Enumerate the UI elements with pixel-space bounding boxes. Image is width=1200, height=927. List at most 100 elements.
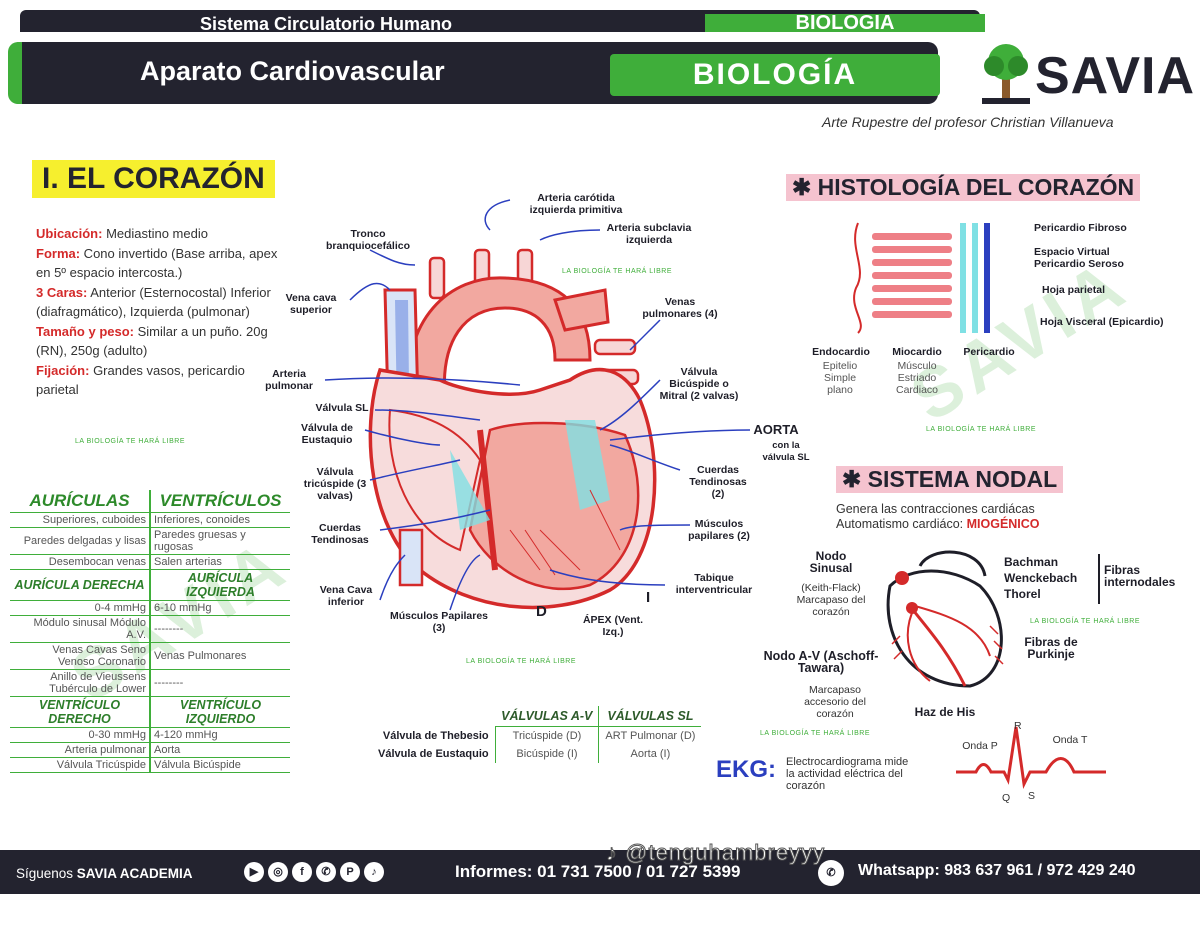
- table-cell: Válvula Bicúspide: [150, 757, 290, 773]
- tiktok-icon: ♪: [605, 840, 626, 866]
- row-label: Válvula de Thebesio: [372, 726, 496, 745]
- label-q: Q: [1002, 792, 1011, 804]
- label-subclavian: Arteria subclavia izquierda: [606, 222, 692, 246]
- page-title: Aparato Cardiovascular: [140, 56, 445, 86]
- table-cell: Válvula Tricúspide: [10, 757, 151, 773]
- label-r: R: [1014, 720, 1022, 732]
- mitral-valve: [565, 420, 610, 510]
- whatsapp-icon[interactable]: ✆: [818, 860, 844, 886]
- tricuspid-valve: [450, 450, 490, 530]
- label-inferior-vena-cava: Vena Cava inferior: [319, 584, 373, 608]
- nodal-description: Genera las contracciones cardiácas Autom…: [836, 502, 1040, 531]
- label-chordae-right: Cuerdas Tendinosas (2): [689, 464, 747, 500]
- label-sinus-node-desc: (Keith-Flack) Marcapaso del corazón: [796, 582, 866, 618]
- label-semilunar-valve: Válvula SL: [315, 402, 369, 414]
- conduction-system-diagram: [886, 550, 1004, 688]
- table-cell: Venas Pulmonares: [150, 642, 290, 670]
- contact-phones: Informes: 01 731 7500 / 01 727 5399: [455, 862, 741, 881]
- heart-info-block: Ubicación: Mediastino medio Forma: Cono …: [36, 226, 278, 397]
- label-tricuspid-valve: Válvula tricúspide (3 valvas): [303, 466, 367, 502]
- valves-table: VÁLVULAS A-V VÁLVULAS SL Válvula de Theb…: [372, 706, 702, 763]
- table-cell: --------: [150, 615, 290, 643]
- label-chordae-left: Cuerdas Tendinosas: [311, 522, 369, 546]
- table-cell: 4-120 mmHg: [150, 727, 290, 743]
- table-cell: Paredes delgadas y lisas: [10, 527, 151, 555]
- motto-watermark: LA BIOLOGÍA TE HARÁ LIBRE: [760, 730, 871, 737]
- brachiocephalic-trunk: [428, 256, 446, 300]
- label-wenckebach: Wenckebach: [1004, 571, 1078, 585]
- label-left-side: I: [646, 589, 651, 606]
- label-t-wave: Onda T: [1052, 734, 1088, 746]
- table-cell: AURÍCULAS: [10, 490, 151, 513]
- table-cell: 0-30 mmHg: [10, 727, 151, 743]
- chordae-tendineae: [509, 489, 621, 576]
- table-cell: Aorta: [150, 742, 290, 758]
- label-virtual-space: Espacio Virtual Pericardio Seroso: [1034, 246, 1124, 270]
- label-purkinje: Fibras de Purkinje: [1024, 635, 1078, 661]
- cell: ART Pulmonar (D): [605, 730, 696, 742]
- table-cell: Módulo sinusal Módulo A.V.: [10, 615, 151, 643]
- whatsapp-numbers: Whatsapp: 983 637 961 / 972 429 240: [858, 862, 1136, 879]
- internodal-bracket: [1098, 554, 1100, 604]
- section-title-corazon: I. EL CORAZÓN: [32, 160, 275, 198]
- row-label: Válvula de Eustaquio: [372, 745, 496, 763]
- table-cell: VENTRÍCULO IZQUIERDO: [150, 696, 290, 728]
- table-cell: Salen arterias: [150, 554, 290, 570]
- table-cell: Paredes gruesas y rugosas: [150, 527, 290, 555]
- table-cell: AURÍCULA IZQUIERDA: [150, 569, 290, 601]
- heart-wall-layers-diagram: [853, 222, 990, 334]
- pinterest-icon[interactable]: P: [340, 862, 360, 882]
- label-endocardium: Endocardio: [812, 346, 870, 358]
- label-aorta-sub: con la válvula SL: [762, 440, 810, 463]
- table-cell: Desembocan venas: [10, 554, 151, 570]
- label-his-bundle: Haz de His: [914, 705, 976, 719]
- label-superior-vena-cava: Vena cava superior: [285, 292, 337, 316]
- previous-header-subject: BIOLOGÍA: [705, 14, 985, 32]
- right-atrium: [388, 408, 482, 552]
- label-p-wave: Onda P: [962, 740, 998, 752]
- table-cell: Arteria pulmonar: [10, 742, 151, 758]
- table-row: Módulo sinusal Módulo A.V.--------: [10, 615, 290, 643]
- ekg-title: EKG:: [716, 756, 776, 783]
- table-cell: VENTRÍCULO DERECHO: [10, 696, 151, 728]
- table-cell: 6-10 mmHg: [150, 600, 290, 616]
- section-title-nodal: ✱ SISTEMA NODAL: [836, 466, 1064, 493]
- label-parietal-layer: Hoja parietal: [1042, 284, 1106, 296]
- label-thorel: Thorel: [1004, 587, 1041, 601]
- header-sl-valves: VÁLVULAS SL: [598, 706, 702, 727]
- label-septum: Tabique interventricular: [675, 572, 753, 596]
- table-cell: --------: [150, 669, 290, 697]
- whatsapp-icon[interactable]: ✆: [316, 862, 336, 882]
- youtube-icon[interactable]: ▶: [244, 862, 264, 882]
- table-row: Anillo de Vieussens Tubérculo de Lower--…: [10, 669, 290, 697]
- label-apex: ÁPEX (Vent. Izq.): [582, 614, 644, 638]
- label-arrows: [324, 199, 751, 611]
- label-visceral-layer: Hoja Visceral (Epicardio): [1040, 316, 1164, 328]
- table-cell: Inferiores, conoides: [150, 512, 290, 528]
- aortic-arch: [407, 276, 592, 402]
- label-fibrous-pericardium: Pericardio Fibroso: [1034, 222, 1127, 234]
- label-pulmonary-veins: Venas pulmonares (4): [642, 296, 718, 320]
- tiktok-handle: ♪ @tenguhambreyyy: [605, 840, 826, 866]
- label-sinus-node: Nodo Sinusal: [809, 549, 853, 575]
- motto-watermark: LA BIOLOGÍA TE HARÁ LIBRE: [1030, 618, 1141, 625]
- tiktok-icon[interactable]: ♪: [364, 862, 384, 882]
- label-av-node-desc: Marcapaso accesorio del corazón: [804, 684, 866, 720]
- instagram-icon[interactable]: ◎: [268, 862, 288, 882]
- table-cell: Venas Cavas Seno Venoso Coronario: [10, 642, 151, 670]
- facebook-icon[interactable]: f: [292, 862, 312, 882]
- label-carotid: Arteria carótida izquierda primitiva: [529, 192, 623, 216]
- tree-logo-icon: [982, 44, 1030, 104]
- motto-watermark: LA BIOLOGÍA TE HARÁ LIBRE: [466, 658, 577, 665]
- label-bachman: Bachman: [1004, 555, 1059, 569]
- label-mitral-valve: Válvula Bicúspide o Mitral (2 valvas): [659, 366, 739, 402]
